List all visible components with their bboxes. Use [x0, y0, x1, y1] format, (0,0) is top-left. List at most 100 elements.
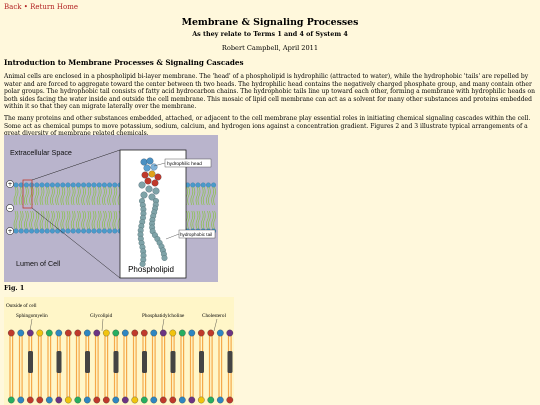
inner-lipid-head [207, 396, 215, 404]
inner-lipid-head [112, 396, 120, 404]
atom [152, 187, 160, 195]
cholesterol-ring [56, 351, 62, 373]
upper-tail [96, 186, 102, 206]
upper-tail [86, 186, 92, 206]
inner-lipid-head [121, 396, 129, 404]
top-head [205, 182, 211, 188]
lower-tail [13, 210, 19, 230]
inner-lipid-head [83, 396, 91, 404]
inner-lipid-head [102, 396, 110, 404]
lipid-head [64, 329, 72, 337]
bottom-head [18, 228, 24, 234]
atom [148, 170, 156, 178]
atom [161, 255, 168, 261]
lipid-head [197, 329, 205, 337]
atom [146, 157, 154, 165]
atom [145, 185, 153, 193]
upper-tail [24, 186, 29, 206]
sphingomyelin-label: Sphingomyelin [16, 313, 48, 319]
lower-tail [112, 210, 118, 230]
lower-tail [190, 210, 196, 230]
return-home-link[interactable]: Return Home [30, 3, 79, 11]
lipid-head [226, 329, 234, 337]
label-pointers [29, 318, 218, 332]
top-head [91, 182, 97, 188]
top-head [190, 182, 196, 188]
hydrophilic-head-label: hydrophilic head [167, 161, 202, 167]
atom [151, 179, 159, 187]
lower-tail [107, 210, 112, 230]
atom [143, 164, 151, 172]
top-head [195, 182, 201, 188]
atom [140, 158, 148, 166]
minus-sign: − [7, 205, 12, 212]
top-head [18, 182, 24, 188]
bottom-head [101, 228, 107, 234]
inner-lipid-head [55, 396, 63, 404]
intro-paragraph: Animal cells are enclosed in a phospholi… [4, 73, 535, 110]
cholesterol-ring [142, 351, 147, 373]
atom [148, 193, 156, 201]
bottom-head [55, 228, 61, 234]
upper-tail [50, 186, 55, 206]
lower-tail [200, 210, 206, 230]
inner-lipid-head [45, 396, 53, 404]
upper-tail [13, 186, 19, 206]
inner-lipid-head [74, 396, 82, 404]
top-head [34, 182, 40, 188]
atom [140, 191, 148, 199]
plus-marker-bottom [6, 227, 14, 235]
head-pointer [153, 162, 166, 167]
top-head [211, 182, 217, 188]
back-link[interactable]: Back [4, 3, 22, 11]
upper-tail [60, 186, 66, 206]
inner-lipid-head [178, 396, 186, 404]
upper-tail [34, 186, 40, 206]
bottom-head [91, 228, 97, 234]
hydrophobic-tail-label: hydrophobic tail [180, 232, 212, 237]
lipid-head [26, 329, 34, 337]
lower-tail [50, 210, 55, 230]
upper-tail [55, 186, 60, 206]
outside-of-cell-label: Outside of cell [6, 302, 37, 309]
top-head [65, 182, 71, 188]
upper-tail [112, 186, 118, 206]
lower-tail [102, 210, 107, 230]
inner-lipid-head [131, 396, 139, 404]
upper-tail [91, 186, 97, 206]
top-nav: Back • Return Home [4, 3, 78, 11]
author-byline: Robert Campbell, April 2011 [221, 44, 319, 52]
minus-marker [6, 204, 14, 212]
top-head [101, 182, 107, 188]
upper-tail [206, 186, 211, 206]
lower-tail [18, 210, 24, 230]
bottom-head [112, 228, 118, 234]
top-head [44, 182, 50, 188]
tail-pointer [165, 233, 180, 240]
top-head [49, 182, 55, 188]
bottom-head [86, 228, 92, 234]
atom [139, 261, 146, 267]
plus-sign-bottom: + [7, 228, 12, 235]
figure1-caption: Fig. 1 [4, 284, 25, 292]
lower-tail [96, 210, 102, 230]
upper-tail [195, 186, 201, 206]
lower-tail [76, 210, 81, 230]
bottom-head [65, 228, 71, 234]
atom [150, 163, 158, 171]
lipid-row [7, 329, 234, 404]
lipid-head [93, 329, 101, 337]
lower-tail [39, 210, 45, 230]
inner-lipid-head [169, 396, 177, 404]
atom [154, 173, 162, 181]
inner-lipid-head [197, 396, 205, 404]
extracellular-label: Extracellular Space [10, 148, 72, 157]
inner-lipid-head [26, 396, 34, 404]
lipid-head [150, 329, 158, 337]
lipid-head [207, 329, 215, 337]
top-head [75, 182, 81, 188]
glycolipid-label: Glycolipid [90, 313, 113, 319]
lipid-head [74, 329, 82, 337]
top-head [200, 182, 206, 188]
upper-tail [200, 186, 206, 206]
